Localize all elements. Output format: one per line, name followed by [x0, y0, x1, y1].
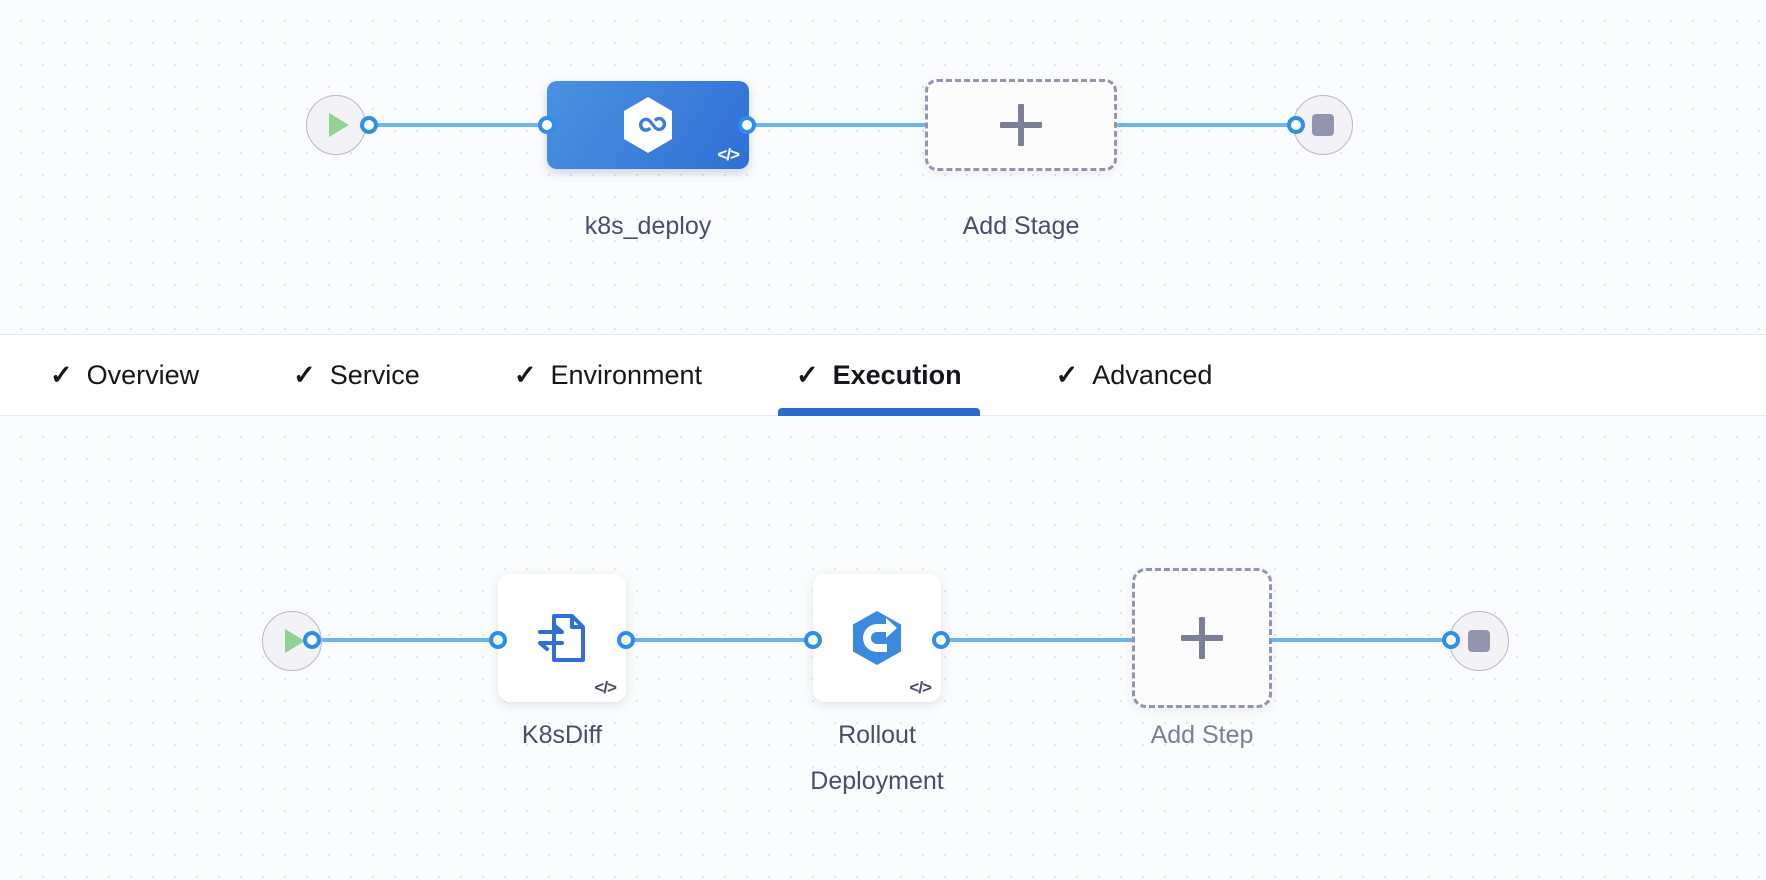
- k8sdiff-output-port[interactable]: [617, 631, 635, 649]
- add-step-label: Add Step: [1150, 721, 1254, 749]
- tab-service[interactable]: ✓ Service: [265, 335, 448, 415]
- check-icon: ✓: [50, 359, 73, 390]
- stage-end-port[interactable]: [1287, 116, 1305, 134]
- connector-k8sdiff-to-rollout: [625, 638, 825, 642]
- tab-advanced-label: Advanced: [1092, 359, 1213, 390]
- add-stage-label: Add Stage: [962, 212, 1080, 240]
- k8s-diff-document-icon: [538, 614, 585, 662]
- rollout-deployment-hexagon-icon: [853, 611, 901, 665]
- harness-hexagon-infinity-icon: [624, 97, 672, 153]
- stage-graph-canvas[interactable]: </> k8s_deploy Add Stage: [0, 0, 1766, 334]
- tab-overview[interactable]: ✓ Overview: [22, 335, 227, 415]
- code-badge-icon: </>: [717, 145, 740, 164]
- add-stage-button[interactable]: [925, 79, 1117, 171]
- step-start-port[interactable]: [303, 631, 321, 649]
- add-step-button[interactable]: [1132, 568, 1272, 708]
- connector-rollout-to-add-step: [940, 638, 1140, 642]
- stop-icon: [1312, 114, 1334, 136]
- stop-icon: [1468, 630, 1490, 652]
- execution-graph-canvas[interactable]: </> K8sDiff </> Rollout Deployment Add S…: [0, 416, 1766, 880]
- check-icon: ✓: [293, 359, 316, 390]
- tab-overview-label: Overview: [86, 359, 200, 390]
- connector-start-to-k8sdiff: [310, 638, 510, 642]
- connector-add-step-to-end: [1266, 638, 1456, 642]
- check-icon: ✓: [1055, 359, 1079, 390]
- plus-icon: [1181, 617, 1223, 659]
- step-node-rollout-label: Rollout Deployment: [810, 721, 944, 795]
- rollout-input-port[interactable]: [804, 631, 822, 649]
- plus-icon: [1000, 104, 1042, 146]
- stage-config-tabbar[interactable]: ✓ Overview ✓ Service ✓ Environment ✓ Exe…: [0, 334, 1766, 416]
- step-node-k8sdiff-label: K8sDiff: [521, 721, 603, 749]
- tab-environment[interactable]: ✓ Environment: [486, 335, 730, 415]
- check-icon: ✓: [796, 359, 819, 390]
- tab-service-label: Service: [329, 359, 420, 390]
- stage-node-label: k8s_deploy: [584, 212, 712, 240]
- stage-start-node[interactable]: [306, 95, 366, 155]
- k8sdiff-input-port[interactable]: [489, 631, 507, 649]
- code-badge-icon: </>: [909, 678, 932, 697]
- stage-pipeline: </> k8s_deploy Add Stage: [0, 0, 1766, 334]
- step-node-rollout-deployment[interactable]: </>: [813, 574, 941, 702]
- stage-node-k8s-deploy[interactable]: </>: [547, 81, 749, 169]
- connector-k8s-deploy-to-add-stage: [744, 123, 929, 127]
- play-icon: [285, 629, 305, 653]
- step-node-k8sdiff[interactable]: </>: [498, 574, 626, 702]
- stage-start-port[interactable]: [360, 116, 378, 134]
- stage-node-input-port[interactable]: [538, 116, 556, 134]
- step-end-port[interactable]: [1442, 631, 1460, 649]
- rollout-output-port[interactable]: [932, 631, 950, 649]
- connector-start-to-k8s-deploy: [370, 123, 570, 127]
- check-icon: ✓: [513, 359, 537, 390]
- stage-node-output-port[interactable]: [738, 116, 756, 134]
- step-start-node[interactable]: [262, 611, 322, 671]
- tab-advanced[interactable]: ✓ Advanced: [1028, 335, 1241, 415]
- tab-execution-label: Execution: [832, 359, 962, 390]
- tab-execution[interactable]: ✓ Execution: [768, 335, 990, 416]
- play-icon: [329, 113, 349, 137]
- step-pipeline: </> K8sDiff </> Rollout Deployment Add S…: [0, 416, 1766, 880]
- connector-add-stage-to-end: [1117, 123, 1301, 127]
- tab-environment-label: Environment: [550, 359, 703, 390]
- code-badge-icon: </>: [594, 678, 617, 697]
